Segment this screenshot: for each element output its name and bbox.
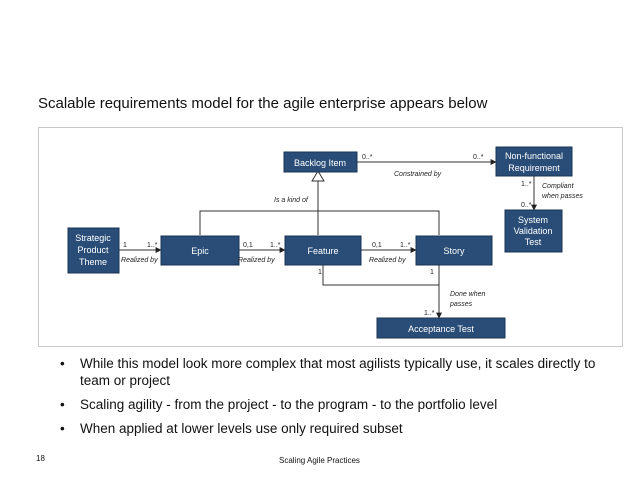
mult-backlog-out: 0..* — [362, 154, 373, 161]
compliant-label-1: Compliant — [542, 183, 575, 190]
strategic-label-1: Strategic — [75, 233, 111, 243]
nonfunctional-label-2: Requirement — [508, 163, 560, 173]
mult-feature-out: 0,1 — [372, 242, 382, 249]
mult-feature-down: 1 — [318, 269, 322, 276]
nonfunctional-label-1: Non-functional — [505, 151, 563, 161]
page-number: 18 — [36, 454, 45, 463]
epic-box[interactable]: Epic — [160, 235, 240, 266]
constrained-by-label: Constrained by — [394, 171, 442, 178]
done-when-label-2: passes — [449, 301, 473, 308]
mult-epic-out: 0,1 — [243, 242, 253, 249]
mult-story-down: 1 — [430, 269, 434, 276]
requirements-model-diagram: Backlog Item Non-functional Requirement … — [38, 127, 623, 347]
backlog-item-box[interactable]: Backlog Item — [283, 151, 358, 173]
system-label-1: System — [518, 215, 548, 225]
strategic-product-theme-box[interactable]: Strategic Product Theme — [67, 227, 120, 274]
theme-realized-by-label: Realized by — [121, 257, 158, 264]
is-a-kind-of-connector — [199, 210, 440, 235]
slide-title: Scalable requirements model for the agil… — [38, 95, 488, 112]
done-when-label-1: Done when — [450, 291, 486, 298]
acceptance-test-box[interactable]: Acceptance Test — [376, 317, 506, 339]
story-box[interactable]: Story — [415, 235, 493, 266]
mult-feature-in: 1..* — [270, 242, 281, 249]
compliant-label-2: when passes — [542, 193, 583, 200]
mult-story-in: 1..* — [400, 242, 411, 249]
nonfunctional-requirement-box[interactable]: Non-functional Requirement — [495, 146, 573, 177]
bullet-item: While this model look more complex that … — [58, 355, 618, 389]
mult-acceptance-up: 1..* — [424, 310, 435, 317]
feature-acceptance-connector — [322, 265, 439, 286]
feature-realized-by-label: Realized by — [369, 257, 406, 264]
mult-nfr-down: 1..* — [521, 181, 532, 188]
backlog-item-label: Backlog Item — [294, 158, 346, 168]
is-a-kind-of-label: Is a kind of — [274, 197, 309, 204]
strategic-label-2: Product — [77, 245, 109, 255]
mult-epic-in: 1..* — [147, 242, 158, 249]
diagram-canvas: Backlog Item Non-functional Requirement … — [67, 146, 583, 339]
mult-theme-out: 1 — [123, 242, 127, 249]
feature-label: Feature — [307, 246, 338, 256]
bullet-item: When applied at lower levels use only re… — [58, 420, 618, 437]
system-label-2: Validation — [514, 226, 553, 236]
generalization-arrowhead — [311, 170, 325, 182]
mult-svt-up: 0..* — [521, 202, 532, 209]
epic-realized-by-label: Realized by — [238, 257, 275, 264]
bullet-list: While this model look more complex that … — [58, 355, 618, 444]
system-label-3: Test — [525, 237, 542, 247]
feature-box[interactable]: Feature — [284, 235, 362, 266]
bullet-item: Scaling agility - from the project - to … — [58, 396, 618, 413]
story-label: Story — [443, 246, 465, 256]
strategic-label-3: Theme — [79, 257, 107, 267]
acceptance-label: Acceptance Test — [408, 324, 474, 334]
mult-nfr-in: 0..* — [473, 154, 484, 161]
epic-label: Epic — [191, 246, 209, 256]
system-validation-test-box[interactable]: System Validation Test — [504, 209, 563, 253]
footer-text: Scaling Agile Practices — [279, 456, 360, 465]
